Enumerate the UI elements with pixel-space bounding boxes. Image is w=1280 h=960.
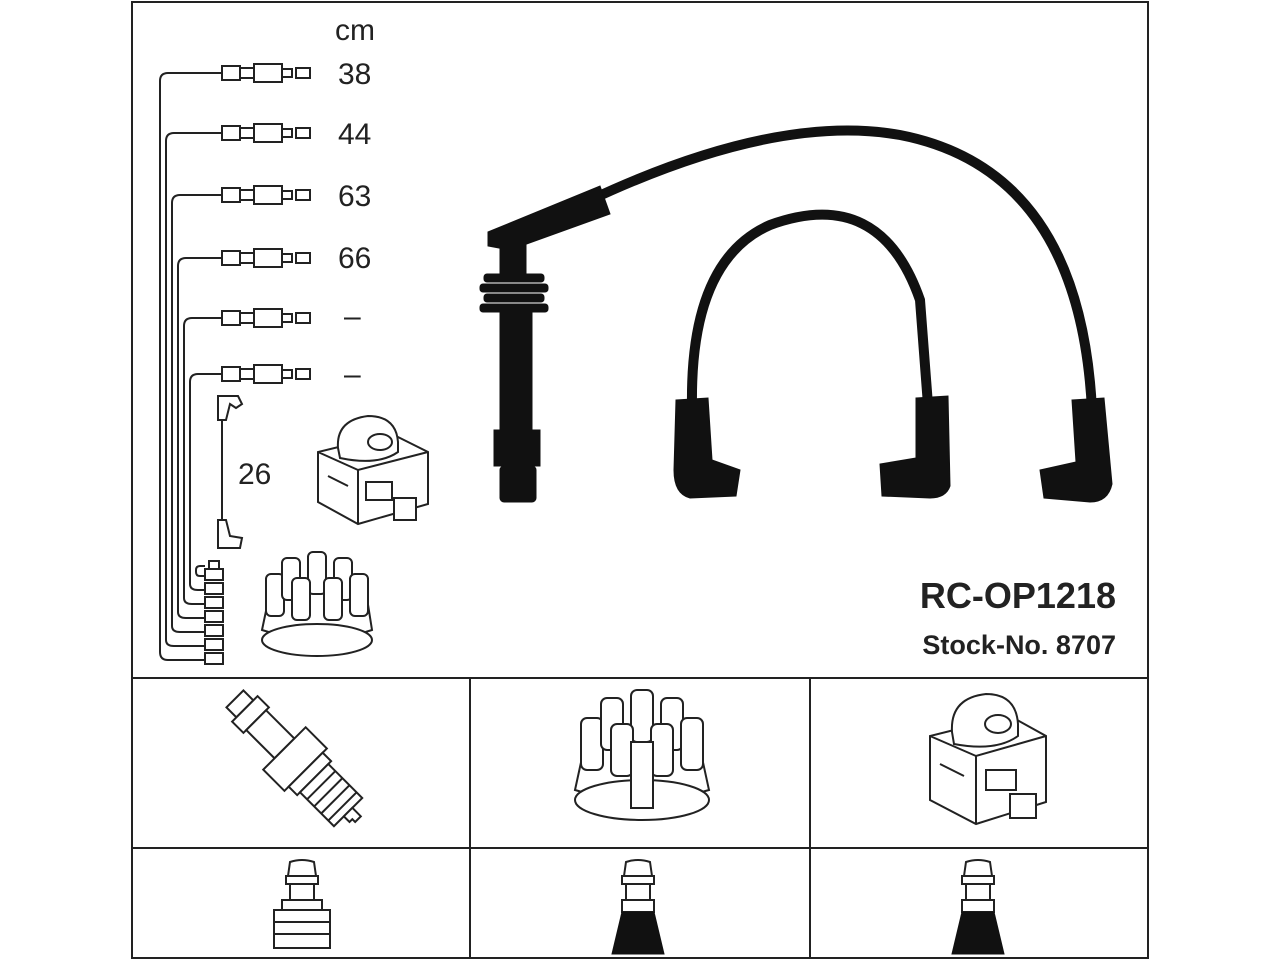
spark-plug-icon — [225, 689, 364, 828]
cable-length-labels: 38 44 63 66 – – 26 — [238, 58, 371, 491]
frame — [131, 1, 1149, 959]
coil-cable — [217, 395, 244, 549]
cable-harness-diagram — [159, 63, 311, 665]
coil-cable-length: 26 — [238, 458, 271, 491]
ignition-coil-icon — [317, 414, 429, 526]
stock-number: Stock-No. 8707 — [922, 630, 1116, 660]
cable-length-1: 38 — [338, 58, 371, 91]
cable-length-5: – — [344, 300, 361, 333]
boot-ribs — [479, 273, 549, 313]
distributor-cap-icon-large — [573, 689, 711, 821]
bundle-terminals — [204, 560, 224, 665]
distributor-cap-icon — [260, 551, 374, 657]
unit-label: cm — [335, 14, 375, 47]
cable-length-6: – — [344, 358, 361, 391]
plug-boot-connector-icon — [273, 859, 331, 949]
cap-terminal-icon — [611, 859, 665, 955]
cable-length-2: 44 — [338, 118, 371, 151]
cable-length-3: 63 — [338, 180, 371, 213]
cable-length-4: 66 — [338, 242, 371, 275]
cable-set-illustration — [479, 125, 1113, 503]
wire-connectors — [221, 63, 311, 384]
coil-terminal-icon — [951, 859, 1005, 955]
product-model: RC-OP1218 — [920, 575, 1116, 616]
ignition-coil-icon-large — [929, 692, 1047, 826]
